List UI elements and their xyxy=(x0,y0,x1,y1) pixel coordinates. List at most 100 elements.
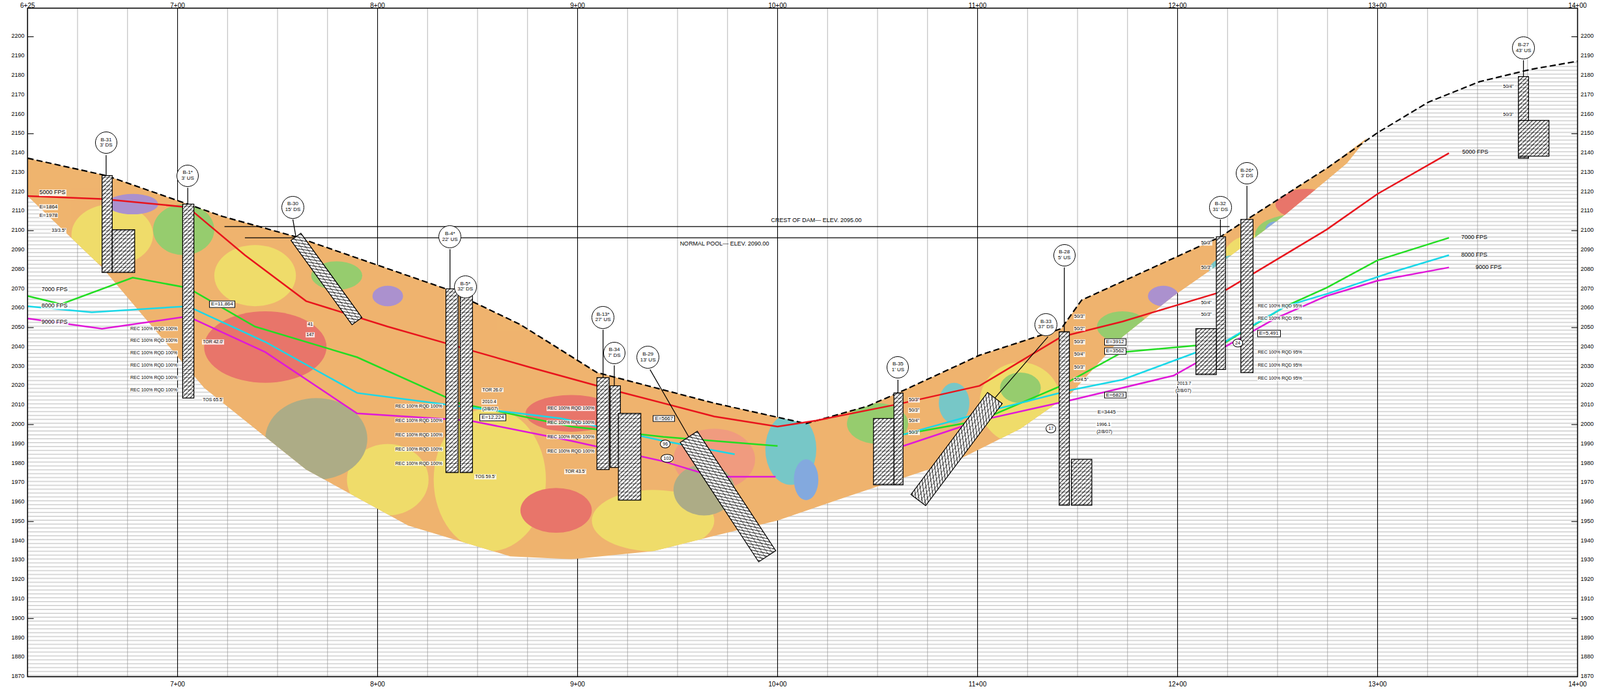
annotation: (2/8/07) xyxy=(1174,388,1192,394)
boring-label: 1' US xyxy=(891,367,905,374)
axis-label: 1870 xyxy=(11,673,25,681)
annotation: REC 100% RQD 95% xyxy=(1257,362,1303,369)
axis-label: 1920 xyxy=(1580,576,1594,584)
boring-callout: B-5*32' DS xyxy=(454,275,477,299)
axis-label: 7+00 xyxy=(170,680,186,688)
boring-callout: B-347' DS xyxy=(603,342,626,365)
boring-label: 37' DS xyxy=(1038,324,1055,331)
annotation: 50/3" xyxy=(908,430,920,436)
boring-callout: B-3231' DS xyxy=(1209,196,1232,219)
annotation: E=3445 xyxy=(1097,409,1117,416)
axis-label: 2180 xyxy=(1580,72,1594,79)
value-box: E=3562 xyxy=(1104,347,1127,356)
axis-label: 2150 xyxy=(1580,130,1594,137)
axis-label: 2160 xyxy=(11,111,25,118)
annotation: 50/3" xyxy=(1200,240,1213,246)
axis-label: 2140 xyxy=(1580,149,1594,157)
axis-label: 14+00 xyxy=(1568,1,1587,9)
boring-callout: B-13*27' US xyxy=(591,306,615,329)
annotation: REC 100% RQD 100% xyxy=(394,461,443,467)
axis-label: 2120 xyxy=(11,188,25,196)
annotation: 50/4" xyxy=(908,418,920,424)
annotation: REC 100% RQD 100% xyxy=(129,387,178,393)
axis-label: 2020 xyxy=(1580,382,1594,389)
boring-label: B-29 xyxy=(642,351,654,358)
axis-label: 1890 xyxy=(1580,635,1594,642)
annotation: REC 100% RQD 100% xyxy=(546,434,595,440)
axis-label: 9+00 xyxy=(570,1,586,9)
annotation: REC 100% RQD 95% xyxy=(1257,376,1303,382)
axis-label: 1870 xyxy=(1580,673,1594,681)
annotation: 1996.1 xyxy=(1095,422,1111,428)
axis-label: 5000 FPS xyxy=(1462,149,1489,156)
annotation: 50/3" xyxy=(1200,312,1213,318)
axis-label: 14+00 xyxy=(1568,680,1587,688)
axis-label: 1980 xyxy=(11,460,25,468)
boring-label: B-31 xyxy=(100,137,112,144)
boring-callout: B-26*3' DS xyxy=(1235,162,1258,185)
axis-label: 2130 xyxy=(1580,169,1594,176)
axis-label: 2150 xyxy=(11,130,25,137)
annotation: REC 100% RQD 100% xyxy=(394,446,443,453)
annotation: REC 100% RQD 100% xyxy=(129,350,178,356)
annotation: 50/4" xyxy=(1502,84,1515,90)
callout-number: 24 xyxy=(1232,338,1243,348)
annotation: E=1978 xyxy=(39,212,59,219)
axis-label: NORMAL POOL— ELEV. 2090.00 xyxy=(680,241,770,248)
axis-label: 2120 xyxy=(1580,188,1594,196)
axis-label: 1880 xyxy=(1580,654,1594,661)
value-box: E=5667 xyxy=(652,414,675,423)
axis-label: 2060 xyxy=(1580,304,1594,312)
annotation: REC 100% RQD 100% xyxy=(394,432,443,438)
axis-label: 1910 xyxy=(11,596,25,603)
axis-label: 2100 xyxy=(1580,227,1594,234)
annotation: REC 100% RQD 100% xyxy=(394,418,443,424)
annotation: 9000 FPS xyxy=(41,319,69,326)
axis-label: 2170 xyxy=(1580,91,1594,99)
axis-label: 10+00 xyxy=(768,1,787,9)
axis-label: 2080 xyxy=(1580,266,1594,273)
boring-label: 27' US xyxy=(595,317,612,324)
axis-label: 2070 xyxy=(1580,285,1594,293)
axis-label: 2000 xyxy=(1580,421,1594,429)
axis-label: 1970 xyxy=(11,479,25,486)
axis-label: 2040 xyxy=(1580,343,1594,351)
annotation: 50/3" xyxy=(1073,339,1086,345)
boring-label: 13' US xyxy=(640,357,657,364)
axis-label: 2130 xyxy=(11,169,25,176)
value-box: E=3912 xyxy=(1104,338,1127,346)
annotation: (2/8/07) xyxy=(1095,429,1113,435)
annotation: 7000 FPS xyxy=(41,286,69,294)
axis-label: 1900 xyxy=(1580,615,1594,623)
axis-label: 2100 xyxy=(11,227,25,234)
axis-label: 2000 xyxy=(11,421,25,429)
boring-label: 32' DS xyxy=(457,286,473,293)
callout-number: 103 xyxy=(661,454,675,464)
annotation: REC 100% RQD 100% xyxy=(546,405,595,412)
boring-label: B-33 xyxy=(1040,319,1052,326)
annotation: 41 xyxy=(306,322,314,328)
annotation: 50/3" xyxy=(908,407,920,414)
boring-label: 31' DS xyxy=(1212,207,1229,214)
annotation: REC 100% RQD 100% xyxy=(546,420,595,426)
axis-label: 2050 xyxy=(1580,324,1594,331)
axis-label: 12+00 xyxy=(1168,680,1187,688)
axis-label: 10+00 xyxy=(768,680,787,688)
axis-label: 2170 xyxy=(11,91,25,99)
axis-label: 1900 xyxy=(11,615,25,623)
annotation: 50/3" xyxy=(1200,265,1213,271)
axis-label: 8+00 xyxy=(370,1,386,9)
value-box: E=11,864 xyxy=(209,300,236,309)
value-box: E=12,224 xyxy=(479,414,506,422)
axis-label: 2140 xyxy=(11,149,25,157)
annotation: 33/3.5" xyxy=(50,228,67,234)
annotation: TOR 26.0' xyxy=(481,387,504,393)
boring-label: 43' US xyxy=(1515,48,1532,55)
boring-label: 3' US xyxy=(181,175,195,182)
boring-label: B-32 xyxy=(1214,201,1227,208)
axis-label: 2030 xyxy=(11,363,25,371)
annotation: 147 xyxy=(305,332,315,338)
annotation: REC 100% RQD 100% xyxy=(129,326,178,332)
annotation: REC 100% RQD 95% xyxy=(1257,349,1303,356)
axis-label: 13+00 xyxy=(1368,680,1387,688)
